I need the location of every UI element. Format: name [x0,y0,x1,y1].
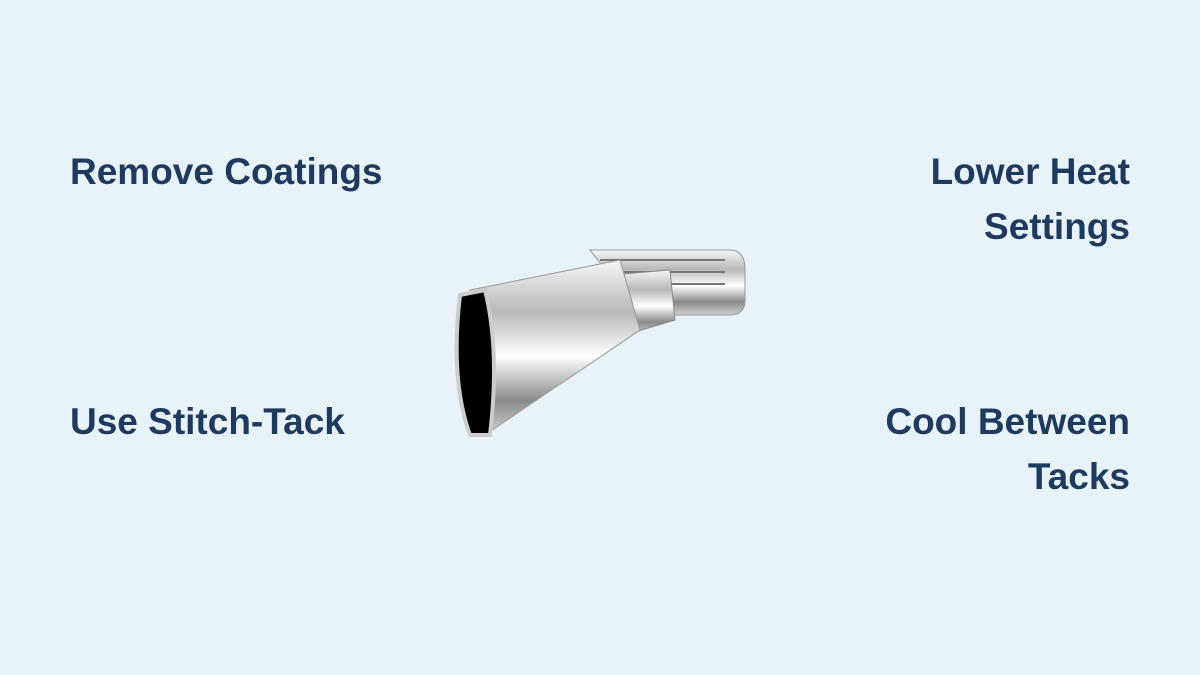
tip-lower-heat-settings: Lower Heat Settings [930,151,1130,247]
tip-cool-between-tacks: Cool Between Tacks [885,401,1130,497]
exhaust-pipe-icon [440,230,760,450]
tip-remove-coatings: Remove Coatings [70,151,383,192]
tip-use-stitch-tack: Use Stitch-Tack [70,401,345,442]
